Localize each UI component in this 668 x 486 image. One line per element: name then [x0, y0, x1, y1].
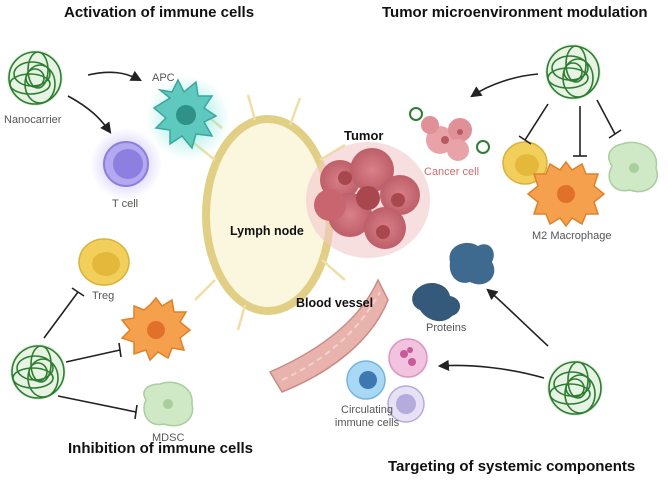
arrows: [67, 70, 549, 379]
mdsc-cell: [608, 141, 659, 193]
label-mdsc: MDSC: [152, 432, 185, 444]
nanocarrier-icon: [547, 360, 603, 416]
label-t-cell: T cell: [112, 198, 139, 210]
heading-tme-modulation: Tumor microenvironment modulation: [382, 4, 648, 21]
label-nanocarrier: Nanocarrier: [4, 114, 62, 126]
tumor-mass: [306, 142, 430, 258]
proteins-icon: [412, 242, 495, 322]
label-m2-macrophage: M2 Macrophage: [532, 230, 612, 242]
label-tumor: Tumor: [344, 128, 384, 143]
mdsc-cell: [143, 381, 194, 427]
macrophage-cell: [120, 296, 192, 362]
heading-systemic-targeting: Targeting of systemic components: [388, 458, 636, 475]
inhibition-lines: [43, 99, 622, 420]
label-lymph-node: Lymph node: [230, 224, 304, 238]
label-treg: Treg: [92, 290, 115, 302]
heading-activation: Activation of immune cells: [64, 4, 255, 21]
cancer-cell-cluster: [409, 107, 490, 161]
label-circulating-line2: immune cells: [334, 417, 400, 429]
treg-cell: [78, 238, 130, 286]
label-circulating-line1: Circulating: [341, 404, 393, 416]
nanocarrier-icon: [545, 44, 601, 100]
t-cell: [90, 128, 162, 200]
label-proteins: Proteins: [426, 322, 467, 334]
nanocarrier-icon: [7, 50, 63, 106]
heading-inhibition: Inhibition of immune cells: [68, 440, 254, 457]
nanocarrier-icon: [10, 344, 66, 400]
label-blood-vessel: Blood vessel: [296, 296, 374, 310]
m2-macrophage-cell: [526, 160, 606, 228]
label-apc: APC: [152, 72, 175, 84]
label-cancer-cell: Cancer cell: [424, 166, 480, 178]
circulating-immune-cells-icon: [346, 338, 428, 423]
blood-vessel: [268, 278, 389, 393]
apc-cell: [146, 76, 230, 160]
